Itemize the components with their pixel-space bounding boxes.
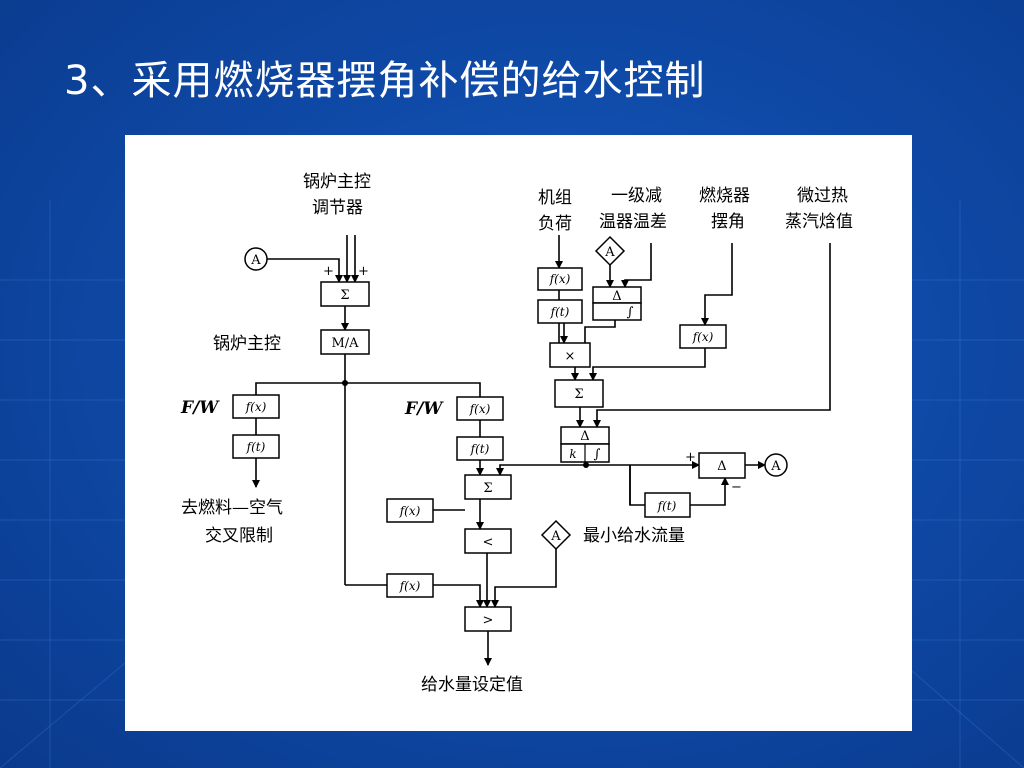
fx-block bbox=[386, 498, 434, 523]
plus-sign: + bbox=[685, 450, 696, 465]
fx-block bbox=[537, 267, 583, 291]
boiler-master-regulator-label-2: 调节器 bbox=[312, 198, 363, 218]
fx-block bbox=[386, 573, 434, 598]
fw-left-label: F/W bbox=[180, 398, 220, 418]
connector-a bbox=[764, 453, 788, 477]
plus-sign: + bbox=[323, 264, 334, 279]
connector-a bbox=[244, 247, 268, 271]
minus-sign: − bbox=[731, 480, 742, 495]
manual-auto-symbol: M/A bbox=[331, 336, 359, 351]
multiply-symbol: × bbox=[565, 349, 576, 364]
fw-right-label: F/W bbox=[404, 399, 444, 419]
boiler-master-regulator-label-1: 锅炉主控 bbox=[303, 172, 371, 192]
ft-symbol: f(t) bbox=[470, 442, 490, 456]
ft-block bbox=[232, 434, 280, 459]
fx-symbol: f(x) bbox=[469, 402, 491, 416]
sum-block bbox=[320, 281, 370, 307]
delta-symbol: Δ bbox=[580, 429, 589, 444]
connector-a-label: A bbox=[550, 529, 561, 544]
signal-lines bbox=[252, 235, 831, 666]
feedwater-control-diagram: 锅炉主控 调节器 锅炉主控 F/W F/W 去燃料—空气 交叉限制 最小给水流量… bbox=[180, 172, 853, 695]
min-feedwater-flow-label: 最小给水流量 bbox=[583, 526, 685, 546]
integral-symbol: ∫ bbox=[627, 305, 634, 320]
integral-symbol: ∫ bbox=[594, 447, 601, 462]
less-than-symbol: < bbox=[483, 535, 494, 550]
ft-block bbox=[537, 299, 583, 324]
multiply-block bbox=[549, 342, 591, 368]
unit-load-label-1: 机组 bbox=[538, 188, 572, 208]
fx-symbol: f(x) bbox=[692, 330, 714, 344]
diagram-figure: 锅炉主控 调节器 锅炉主控 F/W F/W 去燃料—空气 交叉限制 最小给水流量… bbox=[125, 135, 912, 731]
connector-a-label: A bbox=[770, 459, 781, 474]
greater-than-block bbox=[464, 606, 512, 632]
plus-sign: + bbox=[358, 264, 369, 279]
manual-auto-block bbox=[320, 329, 370, 355]
integral-block bbox=[592, 302, 642, 321]
delta-symbol: Δ bbox=[612, 289, 621, 304]
less-than-block bbox=[464, 528, 512, 554]
fuel-air-limit-label-2: 交叉限制 bbox=[205, 526, 273, 546]
fuel-air-limit-label-1: 去燃料—空气 bbox=[181, 498, 283, 518]
feedwater-setpoint-label: 给水量设定值 bbox=[421, 675, 523, 695]
junction-dot bbox=[583, 462, 589, 468]
fx-symbol: f(x) bbox=[399, 504, 421, 518]
sum-symbol: Σ bbox=[340, 288, 349, 303]
connector-a-label: A bbox=[250, 253, 261, 268]
steam-enthalpy-label-2: 蒸汽焓值 bbox=[785, 212, 853, 232]
sum-block bbox=[464, 474, 512, 500]
slide-title: 3、采用燃烧器摆角补偿的给水控制 bbox=[64, 58, 706, 104]
ft-symbol: f(t) bbox=[246, 440, 266, 454]
connector-a-label: A bbox=[604, 245, 615, 260]
sum-symbol: Σ bbox=[483, 481, 492, 496]
sum-block bbox=[554, 379, 604, 408]
boiler-master-label: 锅炉主控 bbox=[213, 334, 281, 354]
connector-a-diamond bbox=[540, 519, 572, 551]
junction-dot bbox=[342, 380, 348, 386]
sum-symbol: Σ bbox=[574, 387, 583, 402]
delta-block bbox=[698, 452, 746, 479]
desuperheater-diff-label-1: 一级减 bbox=[611, 186, 662, 206]
unit-load-label-2: 负荷 bbox=[538, 214, 572, 234]
fx-symbol: f(x) bbox=[245, 400, 267, 414]
steam-enthalpy-label-1: 微过热 bbox=[797, 186, 848, 206]
fx-symbol: f(x) bbox=[549, 272, 571, 286]
desuperheater-diff-label-2: 温器温差 bbox=[599, 212, 667, 232]
greater-than-symbol: > bbox=[483, 613, 494, 628]
ft-symbol: f(t) bbox=[550, 305, 570, 319]
connector-a-diamond bbox=[594, 235, 626, 267]
k-symbol: k bbox=[569, 447, 576, 461]
burner-tilt-label-2: 摆角 bbox=[711, 212, 745, 232]
ft-symbol: f(t) bbox=[657, 499, 677, 513]
fx-block bbox=[679, 324, 727, 349]
burner-tilt-label-1: 燃烧器 bbox=[699, 186, 750, 206]
delta-symbol: Δ bbox=[717, 459, 726, 474]
fx-block bbox=[456, 396, 504, 421]
ft-block bbox=[456, 436, 504, 461]
fx-symbol: f(x) bbox=[399, 579, 421, 593]
ft-block bbox=[644, 492, 691, 518]
fx-block bbox=[232, 394, 280, 419]
